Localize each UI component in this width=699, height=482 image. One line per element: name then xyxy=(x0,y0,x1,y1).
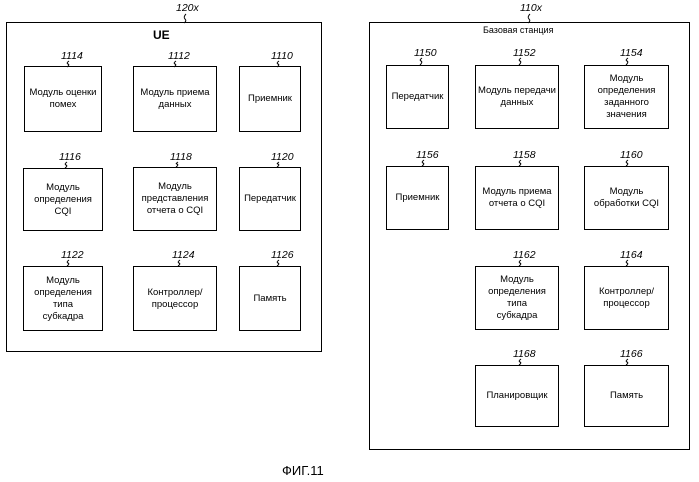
module-ref-1110: 1110 xyxy=(271,50,293,62)
module-ref-1120: 1120 xyxy=(271,151,294,163)
ue-memory: Память xyxy=(239,266,301,331)
ue-title: UE xyxy=(153,28,170,42)
module-ref-1158: 1158 xyxy=(513,149,536,161)
bs-transmitter: Передатчик xyxy=(386,65,449,129)
ue-interference-estimation-module: Модуль оценки помех xyxy=(24,66,102,132)
bs-cqi-report-reception-module: Модуль приема отчета о CQI xyxy=(475,166,559,230)
ue-data-reception-module: Модуль приема данных xyxy=(133,66,217,132)
bs-subframe-type-determination-module: Модуль определения типа субкадра xyxy=(475,266,559,330)
bs-scheduler: Планировщик xyxy=(475,365,559,427)
module-ref-1154: 1154 xyxy=(620,47,643,59)
ue-controller-processor: Контроллер/ процессор xyxy=(133,266,217,331)
bs-cqi-processing-module: Модуль обработки CQI xyxy=(584,166,669,230)
module-ref-1118: 1118 xyxy=(170,151,192,163)
module-ref-1166: 1166 xyxy=(620,348,643,360)
ue-receiver: Приемник xyxy=(239,66,301,132)
base-station-reference-label: 110x xyxy=(520,2,542,14)
module-ref-1126: 1126 xyxy=(271,249,294,261)
ue-transmitter: Передатчик xyxy=(239,167,301,231)
module-ref-1160: 1160 xyxy=(620,149,643,161)
ue-cqi-reporting-module: Модуль представления отчета о CQI xyxy=(133,167,217,231)
bs-receiver: Приемник xyxy=(386,166,449,230)
module-ref-1162: 1162 xyxy=(513,249,536,261)
bs-memory: Память xyxy=(584,365,669,427)
module-ref-1156: 1156 xyxy=(416,149,439,161)
module-ref-1164: 1164 xyxy=(620,249,643,261)
module-ref-1116: 1116 xyxy=(59,151,81,163)
bs-controller-processor: Контроллер/ процессор xyxy=(584,266,669,330)
ue-cqi-determination-module: Модуль определения CQI xyxy=(23,168,103,231)
module-ref-1112: 1112 xyxy=(168,50,190,62)
bs-data-transmission-module: Модуль передачи данных xyxy=(475,65,559,129)
bs-target-value-determination-module: Модуль определения заданного значения xyxy=(584,65,669,129)
module-ref-1114: 1114 xyxy=(61,50,83,62)
ue-subframe-type-determination-module: Модуль определения типа субкадра xyxy=(23,266,103,331)
module-ref-1122: 1122 xyxy=(61,249,84,261)
ue-reference-label: 120x xyxy=(176,2,199,14)
base-station-title: Базовая станция xyxy=(483,25,553,35)
module-ref-1150: 1150 xyxy=(414,47,437,59)
module-ref-1168: 1168 xyxy=(513,348,536,360)
module-ref-1124: 1124 xyxy=(172,249,195,261)
module-ref-1152: 1152 xyxy=(513,47,536,59)
figure-caption: ФИГ.11 xyxy=(282,463,324,478)
